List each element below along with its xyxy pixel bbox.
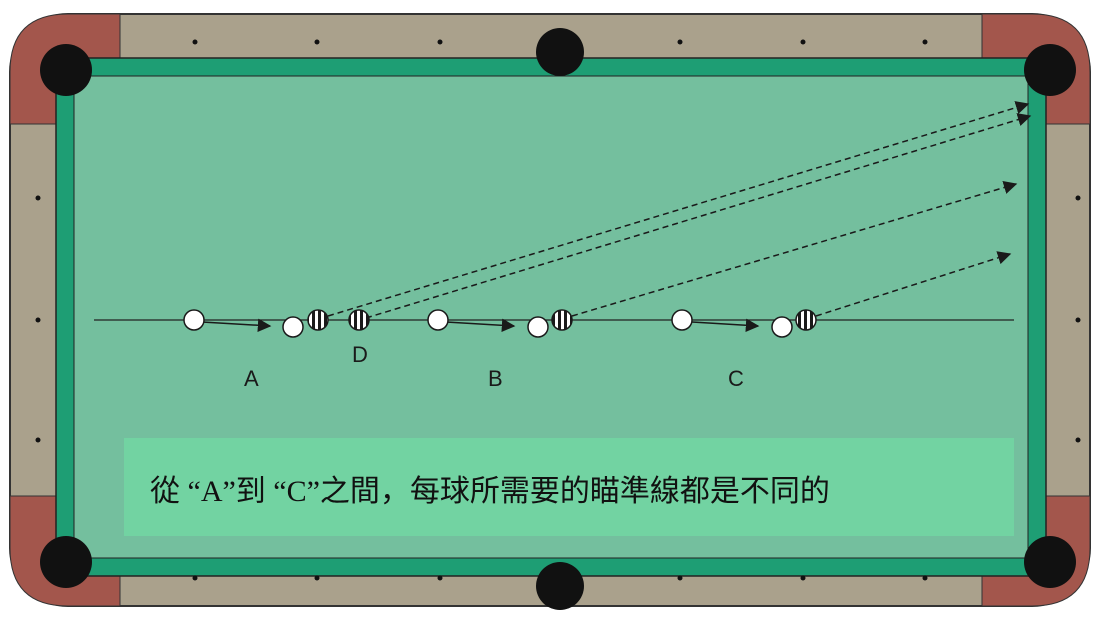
label-d: D	[352, 342, 368, 367]
pocket-top-left	[40, 44, 92, 96]
label-b: B	[488, 366, 503, 391]
pocket-top-right	[1024, 44, 1076, 96]
object-ball-b	[552, 310, 572, 330]
object-ball-d	[349, 310, 369, 330]
object-ball-c	[796, 310, 816, 330]
cue-ball-start-c	[672, 310, 692, 330]
ghost-ball-a	[283, 317, 303, 337]
label-a: A	[244, 366, 259, 391]
pocket-bottom-left	[40, 536, 92, 588]
label-c: C	[728, 366, 744, 391]
pocket-bottom-right	[1024, 536, 1076, 588]
ghost-ball-c	[772, 317, 792, 337]
caption-text: 從 “A”到 “C”之間，每球所需要的瞄準線都是不同的	[150, 466, 830, 510]
cue-ball-start-b	[428, 310, 448, 330]
ghost-ball-b	[528, 317, 548, 337]
pocket-top-middle	[536, 28, 584, 76]
cue-ball-start-a	[184, 310, 204, 330]
pocket-bottom-middle	[536, 562, 584, 610]
object-ball-a	[308, 310, 328, 330]
caption-box: 從 “A”到 “C”之間，每球所需要的瞄準線都是不同的	[124, 438, 1014, 536]
